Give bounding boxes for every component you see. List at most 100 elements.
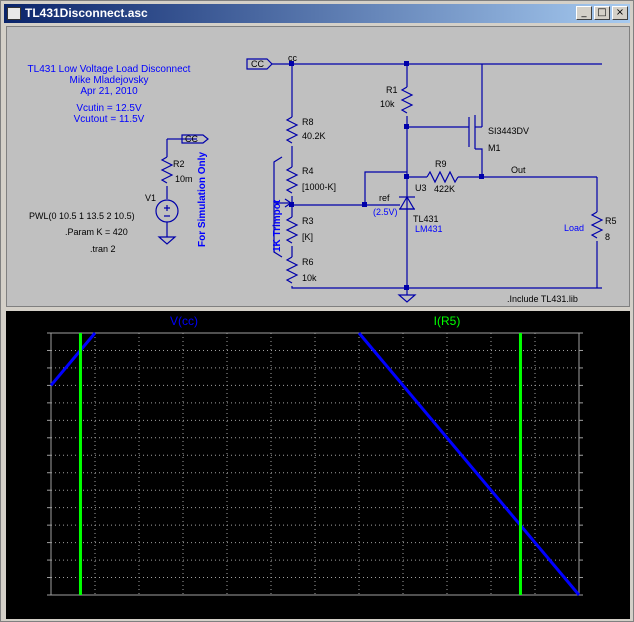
title-bar[interactable]: TL431Disconnect.asc bbox=[4, 4, 630, 23]
vcc-trace bbox=[357, 332, 581, 596]
r3-resistor bbox=[285, 216, 299, 244]
schematic-canvas[interactable]: TL431 Low Voltage Load Disconnect Mike M… bbox=[7, 27, 630, 307]
plot-grid bbox=[47, 332, 583, 596]
maximize-button[interactable]: □ bbox=[594, 6, 610, 20]
r5-load-label: Load bbox=[564, 223, 584, 233]
r5-value[interactable]: 8 bbox=[605, 232, 610, 242]
y-left-tick-label: 12.1V bbox=[19, 415, 48, 427]
plot-traces bbox=[49, 332, 581, 596]
u3-part[interactable]: TL431 bbox=[413, 214, 439, 224]
x-tick-label: 1.0s bbox=[216, 600, 239, 614]
simulation-only-label: For Simulation Only bbox=[197, 152, 208, 247]
r4-name[interactable]: R4 bbox=[302, 166, 314, 176]
x-tick-label: 1.3s bbox=[348, 600, 371, 614]
r9-name[interactable]: R9 bbox=[435, 159, 447, 169]
r4-value[interactable]: [1000-K] bbox=[302, 182, 336, 192]
y-right-tick-label: 0.42A bbox=[584, 573, 613, 585]
y-left-tick-label: 11.9V bbox=[20, 450, 49, 462]
r1-value[interactable]: 10k bbox=[380, 99, 395, 109]
trace-label-vcc[interactable]: V(cc) bbox=[170, 314, 198, 328]
y-right-tick-label: 0.98A bbox=[584, 433, 613, 445]
ref-label: ref bbox=[379, 193, 390, 203]
y-right-tick-label: 1.33A bbox=[584, 345, 613, 357]
u3-name[interactable]: U3 bbox=[415, 183, 427, 193]
r8-name[interactable]: R8 bbox=[302, 117, 314, 127]
include-directive[interactable]: .Include TL431.lib bbox=[507, 294, 578, 304]
window-title: TL431Disconnect.asc bbox=[25, 6, 148, 20]
y-left-tick-label: 12.5V bbox=[19, 345, 48, 357]
r1-resistor bbox=[400, 86, 414, 114]
minimize-button[interactable]: _ bbox=[576, 6, 592, 20]
y-left-tick-label: 11.2V bbox=[20, 573, 49, 585]
r6-value[interactable]: 10k bbox=[302, 273, 317, 283]
r8-resistor bbox=[285, 116, 299, 144]
y-right-tick-label: 1.05A bbox=[584, 415, 613, 427]
r8-value[interactable]: 40.2K bbox=[302, 131, 326, 141]
x-tick-label: 0.6s bbox=[40, 600, 63, 614]
u3-model[interactable]: LM431 bbox=[415, 224, 443, 234]
r9-value[interactable]: 422K bbox=[434, 184, 455, 194]
vcutout-label: Vcutout = 11.5V bbox=[74, 114, 145, 125]
r2-value[interactable]: 10m bbox=[175, 174, 193, 184]
y-left-tick-label: 12.0V bbox=[19, 433, 48, 445]
r5-name[interactable]: R5 bbox=[605, 216, 617, 226]
y-left-tick-label: 12.4V bbox=[19, 363, 48, 375]
m1-part[interactable]: SI3443DV bbox=[488, 126, 529, 136]
x-tick-label: 1.6s bbox=[480, 600, 503, 614]
schematic-pane[interactable]: TL431 Low Voltage Load Disconnect Mike M… bbox=[6, 26, 630, 307]
y-left-tick-label: 11.7V bbox=[20, 485, 49, 497]
x-tick-label: 1.7s bbox=[524, 600, 547, 614]
r5-resistor bbox=[590, 211, 604, 239]
r6-resistor bbox=[285, 256, 299, 284]
m1-name[interactable]: M1 bbox=[488, 143, 501, 153]
schematic-title-line2: Mike Mladejovsky bbox=[70, 75, 149, 86]
y-right-tick-label: 0.56A bbox=[584, 538, 613, 550]
r3-value[interactable]: [K] bbox=[302, 232, 313, 242]
y-left-tick-label: 11.8V bbox=[20, 468, 49, 480]
y-right-tick-label: 1.26A bbox=[584, 363, 613, 375]
r6-name[interactable]: R6 bbox=[302, 257, 314, 267]
app-icon[interactable] bbox=[7, 7, 21, 20]
y-right-tick-label: 1.40A bbox=[584, 328, 613, 340]
ref-voltage-label: (2.5V) bbox=[373, 207, 398, 217]
trimpot-label: 1K Trimpot bbox=[272, 199, 283, 252]
y-right-tick-label: 0.35A bbox=[584, 590, 613, 602]
trace-label-ir5[interactable]: I(R5) bbox=[434, 314, 461, 328]
param-directive[interactable]: .Param K = 420 bbox=[65, 227, 128, 237]
cc-flag-left[interactable]: CC bbox=[251, 59, 264, 69]
tran-directive[interactable]: .tran 2 bbox=[90, 244, 116, 254]
y-right-tick-label: 0.63A bbox=[584, 520, 613, 532]
x-tick-label: 1.8s bbox=[568, 600, 591, 614]
x-tick-label: 0.7s bbox=[84, 600, 107, 614]
y-left-tick-label: 11.4V bbox=[20, 538, 49, 550]
out-label: Out bbox=[511, 165, 526, 175]
vcc-trace bbox=[49, 332, 97, 387]
close-button[interactable]: × bbox=[612, 6, 628, 20]
net-cc-label: cc bbox=[288, 53, 298, 63]
r1-name[interactable]: R1 bbox=[386, 85, 398, 95]
v1-value[interactable]: PWL(0 10.5 1 13.5 2 10.5) bbox=[29, 211, 135, 221]
x-tick-label: 1.4s bbox=[392, 600, 415, 614]
y-right-tick-label: 0.91A bbox=[584, 450, 613, 462]
x-tick-label: 1.1s bbox=[260, 600, 283, 614]
y-left-tick-label: 11.6V bbox=[20, 503, 49, 515]
y-left-tick-label: 11.5V bbox=[20, 520, 49, 532]
y-left-tick-label: 12.6V bbox=[19, 328, 48, 340]
y-right-tick-label: 0.70A bbox=[584, 503, 613, 515]
r2-name[interactable]: R2 bbox=[173, 159, 185, 169]
r3-name[interactable]: R3 bbox=[302, 216, 314, 226]
x-tick-label: 1.2s bbox=[304, 600, 327, 614]
y-right-tick-label: 1.12A bbox=[584, 398, 613, 410]
v1-name[interactable]: V1 bbox=[145, 193, 156, 203]
y-right-tick-label: 1.19A bbox=[584, 380, 613, 392]
cc-flag-top[interactable]: CC bbox=[185, 134, 198, 144]
y-left-tick-label: 11.3V bbox=[20, 555, 49, 567]
x-tick-label: 1.5s bbox=[436, 600, 459, 614]
y-left-tick-label: 12.2V bbox=[19, 398, 48, 410]
y-right-tick-label: 0.49A bbox=[584, 555, 613, 567]
schematic-title-line1: TL431 Low Voltage Load Disconnect bbox=[28, 64, 191, 75]
vcutin-label: Vcutin = 12.5V bbox=[76, 103, 142, 114]
